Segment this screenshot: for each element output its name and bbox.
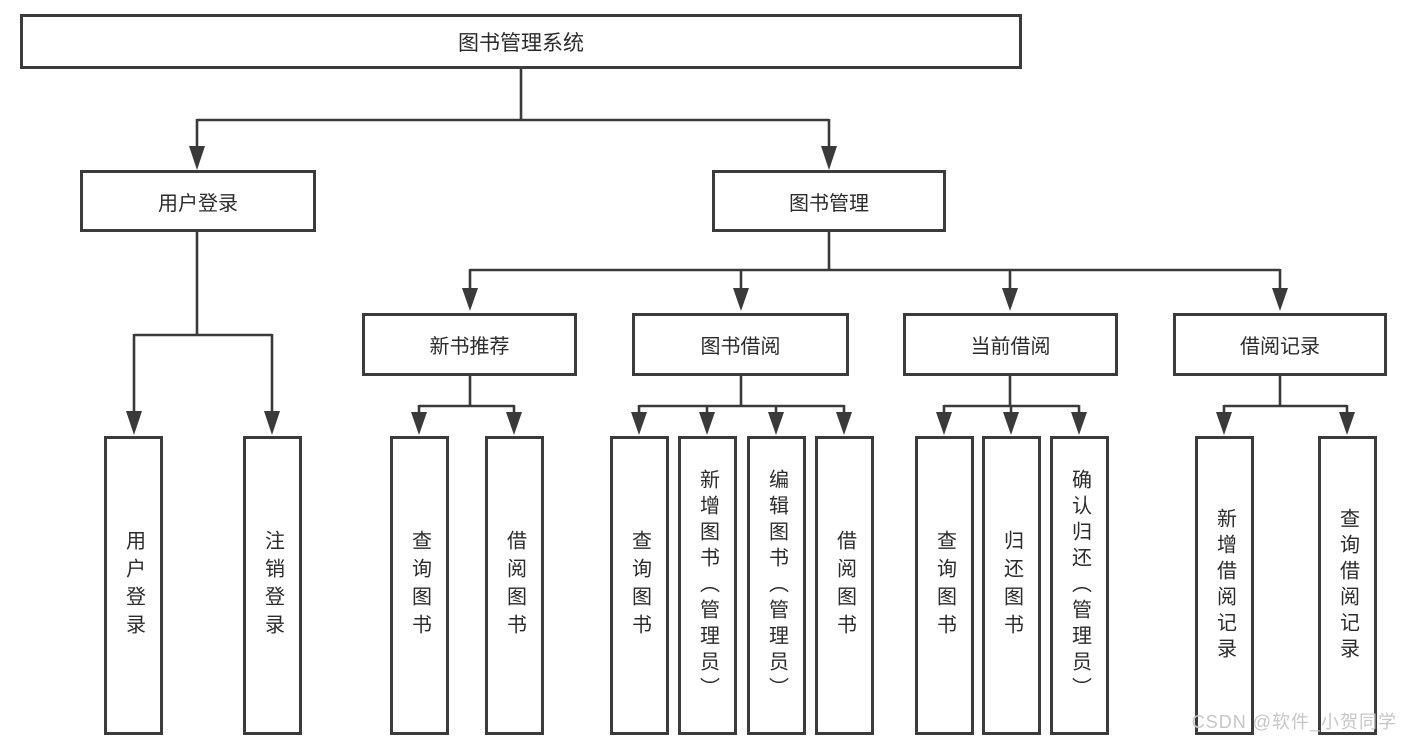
leaf-logout: 注销登录 bbox=[243, 436, 302, 735]
node-label: 图书管理系统 bbox=[458, 31, 584, 55]
node-library-management-system: 图书管理系统 bbox=[20, 14, 1022, 69]
node-current-borrow: 当前借阅 bbox=[903, 313, 1118, 376]
node-label: 图书管理 bbox=[789, 192, 869, 215]
leaf-query-books-recommend: 查询图书 bbox=[390, 436, 449, 735]
leaf-label: 归还图书 bbox=[1000, 529, 1023, 642]
leaf-confirm-return-admin: 确认归还（管理员） bbox=[1050, 436, 1109, 735]
leaf-label: 借阅图书 bbox=[503, 529, 526, 642]
node-label: 用户登录 bbox=[158, 192, 238, 215]
node-label: 当前借阅 bbox=[970, 336, 1051, 358]
leaf-borrow-books: 借阅图书 bbox=[815, 436, 874, 735]
leaf-query-books-current: 查询图书 bbox=[915, 436, 974, 735]
node-user-login: 用户登录 bbox=[80, 170, 316, 232]
leaf-label: 新增借阅记录 bbox=[1213, 507, 1236, 664]
node-label: 借阅记录 bbox=[1240, 336, 1320, 358]
leaf-query-books-borrow: 查询图书 bbox=[610, 436, 669, 735]
leaf-return-books: 归还图书 bbox=[982, 436, 1041, 735]
node-new-book-recommend: 新书推荐 bbox=[362, 313, 577, 376]
leaf-label: 新增图书（管理员） bbox=[696, 468, 719, 703]
leaf-edit-books-admin: 编辑图书（管理员） bbox=[747, 436, 806, 735]
leaf-borrow-books-recommend: 借阅图书 bbox=[485, 436, 544, 735]
node-label: 新书推荐 bbox=[429, 336, 510, 358]
leaf-label: 查询图书 bbox=[933, 529, 956, 642]
leaf-label: 注销登录 bbox=[261, 529, 284, 642]
node-book-borrow: 图书借阅 bbox=[632, 313, 849, 376]
node-label: 图书借阅 bbox=[700, 336, 781, 358]
node-book-management: 图书管理 bbox=[712, 170, 946, 232]
leaf-add-books-admin: 新增图书（管理员） bbox=[678, 436, 737, 735]
leaf-label: 借阅图书 bbox=[833, 529, 856, 642]
leaf-query-borrow-record: 查询借阅记录 bbox=[1318, 436, 1377, 735]
leaf-add-borrow-record: 新增借阅记录 bbox=[1195, 436, 1254, 735]
leaf-label: 查询图书 bbox=[628, 529, 651, 642]
node-borrow-records: 借阅记录 bbox=[1173, 313, 1387, 376]
leaf-label: 查询图书 bbox=[408, 529, 431, 642]
leaf-label: 用户登录 bbox=[122, 529, 145, 642]
leaf-label: 编辑图书（管理员） bbox=[765, 468, 788, 703]
leaf-label: 查询借阅记录 bbox=[1336, 507, 1359, 664]
leaf-user-login: 用户登录 bbox=[104, 436, 163, 735]
leaf-label: 确认归还（管理员） bbox=[1068, 468, 1091, 703]
